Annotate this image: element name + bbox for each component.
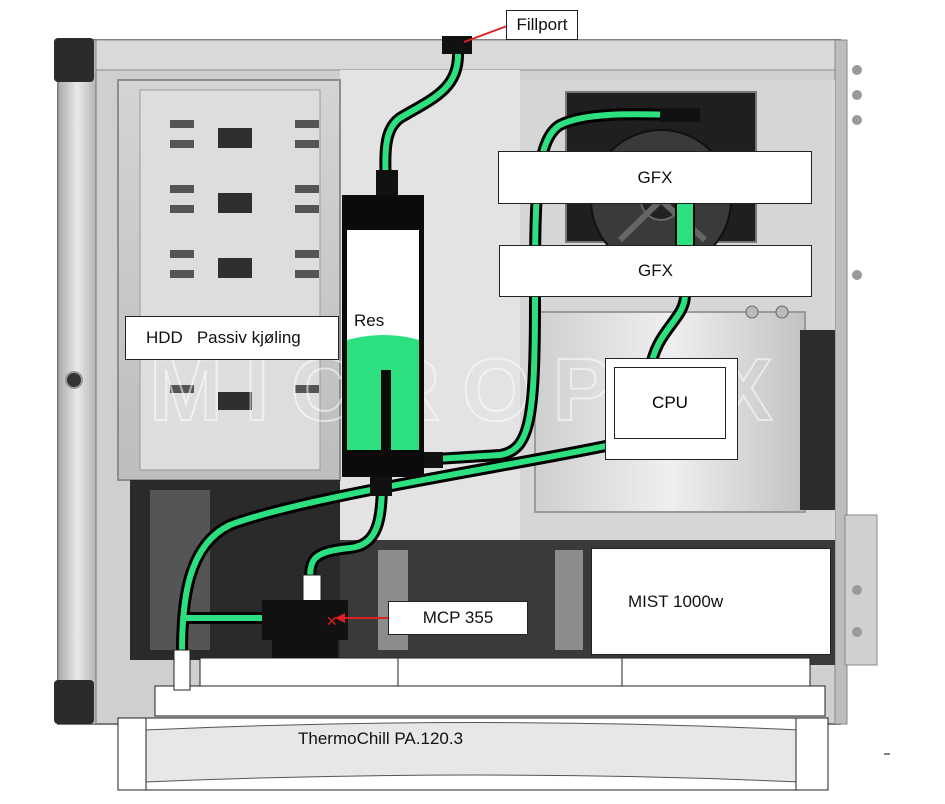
psu-label: MIST 1000w xyxy=(591,548,831,655)
screw-icon xyxy=(852,627,862,637)
fillport-label: Fillport xyxy=(506,10,578,40)
gfx-fitting xyxy=(660,108,700,122)
fillport-leader xyxy=(463,25,508,43)
drive-cage xyxy=(117,79,341,481)
gfx-card-bottom: GFX xyxy=(499,245,812,297)
gfx-bridge xyxy=(675,197,695,249)
screw-icon xyxy=(852,90,862,100)
pump: ✕ xyxy=(173,574,348,691)
cpu-waterblock: CPU xyxy=(614,367,726,439)
pump-label: MCP 355 xyxy=(388,601,528,635)
pump-leader-arrow-icon xyxy=(335,613,345,623)
radiator xyxy=(117,657,829,791)
reservoir xyxy=(342,195,424,477)
radiator-inlet-fitting xyxy=(173,649,191,691)
hdd-label: HDD xyxy=(146,328,183,347)
screw-icon xyxy=(852,585,862,595)
case-corner-bottom-left xyxy=(54,680,94,724)
thumb-screw-icon xyxy=(65,371,83,389)
hdd-label-box: HDD Passiv kjøling xyxy=(125,316,339,360)
reservoir-label: Res xyxy=(354,311,385,330)
res-inlet-fitting xyxy=(376,170,398,196)
screw-icon xyxy=(852,65,862,75)
gfx-card-top: GFX xyxy=(498,151,812,204)
case-corner-top-left xyxy=(54,38,94,82)
radiator-label: ThermoChill PA.120.3 xyxy=(298,729,464,748)
fillport-fitting xyxy=(442,36,472,54)
screw-icon xyxy=(852,270,862,280)
passive-cooling-label: Passiv kjøling xyxy=(196,328,301,347)
pump-marker-icon: ✕ xyxy=(326,614,338,630)
screw-icon xyxy=(852,115,862,125)
